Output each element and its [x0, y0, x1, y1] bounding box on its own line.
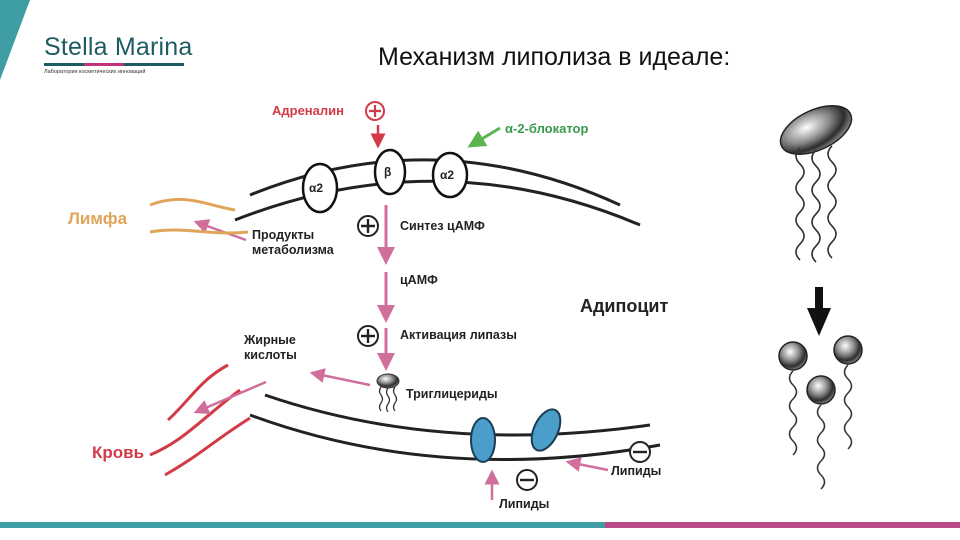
molecule-small-3: [806, 375, 836, 490]
label-receptor-alpha2-left: α2: [309, 181, 324, 195]
triglyceride-molecule: [376, 373, 400, 413]
label-alpha2-blocker: α-2-блокатор: [505, 121, 589, 136]
molecule-small-2: [833, 335, 863, 450]
label-triglycerides: Триглицериды: [406, 387, 498, 401]
membrane-channel-1: [470, 417, 496, 463]
footer-bar-pink: [605, 522, 960, 528]
label-lipids-right: Липиды: [611, 464, 662, 478]
label-lipids-bottom: Липиды: [499, 497, 550, 511]
label-receptor-alpha2-right: α2: [440, 168, 455, 182]
label-fatty-acids: Жирные кислоты: [244, 333, 297, 362]
bottom-membrane: [249, 393, 661, 462]
logo-bar: [44, 63, 184, 66]
label-blood: Кровь: [92, 443, 145, 462]
molecule-large: [779, 105, 853, 263]
logo-name: Stella Marina: [44, 33, 193, 61]
page-title: Механизм липолиза в идеале:: [378, 43, 731, 71]
plus-icon-lipase: [357, 325, 379, 347]
molecule-small-1: [778, 341, 808, 456]
label-metabolism-products: Продукты метаболизма: [252, 228, 334, 257]
minus-icon-right: [629, 441, 651, 463]
footer-bar-teal: [0, 522, 605, 528]
label-adrenaline: Адреналин: [272, 103, 344, 118]
receptor-alpha2-right-shape: [431, 151, 469, 199]
corner-stripe: [0, 0, 30, 80]
plus-icon-camp: [357, 215, 379, 237]
blood-vessel: [149, 363, 251, 477]
down-arrow-icon: [807, 287, 831, 336]
label-camp-synthesis: Синтез цАМФ: [400, 219, 485, 233]
logo-subtitle: Лаборатория косметических инноваций: [44, 69, 146, 75]
label-lymph: Лимфа: [68, 209, 128, 228]
label-adipocyte: Адипоцит: [580, 296, 669, 316]
lymph-vessel: [149, 197, 249, 235]
label-receptor-beta: β: [384, 165, 392, 179]
label-camp: цАМФ: [400, 273, 438, 287]
receptor-alpha2-left-shape: [301, 162, 339, 214]
minus-icon-bottom: [516, 469, 538, 491]
membrane-channel-2: [530, 408, 562, 452]
receptor-beta-shape: [373, 148, 407, 196]
label-lipase-activation: Активация липазы: [400, 328, 517, 342]
